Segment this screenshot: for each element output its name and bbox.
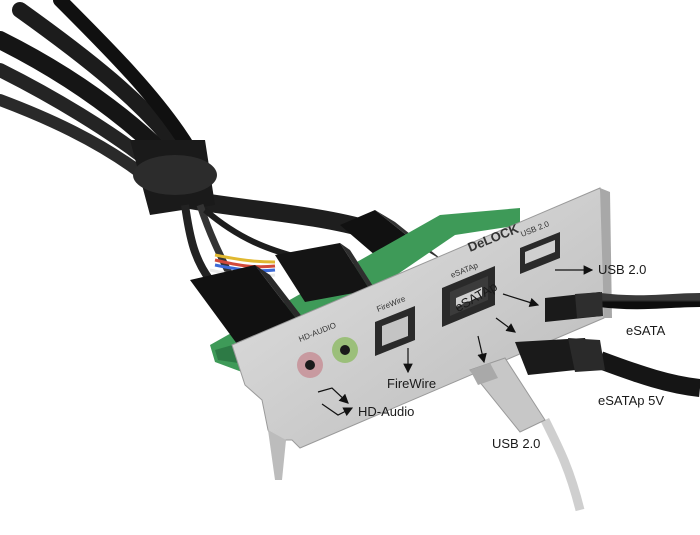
esata-cable xyxy=(545,292,700,322)
label-esata: eSATA xyxy=(626,323,666,338)
firewire-port xyxy=(375,306,415,356)
label-usb-bottom: USB 2.0 xyxy=(492,436,541,451)
audio-jacks xyxy=(297,337,358,378)
label-firewire: FireWire xyxy=(387,376,437,391)
cable-bundle xyxy=(0,0,379,283)
usb-port xyxy=(520,232,560,274)
usb-cable xyxy=(469,357,585,512)
label-usb-top: USB 2.0 xyxy=(598,262,647,277)
esatap-port xyxy=(442,266,495,327)
callout-arrows xyxy=(317,265,594,417)
label-hd-audio: HD-Audio xyxy=(358,404,415,419)
esatap-5v-cable xyxy=(515,338,700,397)
label-esatap-5v: eSATAp 5V xyxy=(598,393,664,408)
